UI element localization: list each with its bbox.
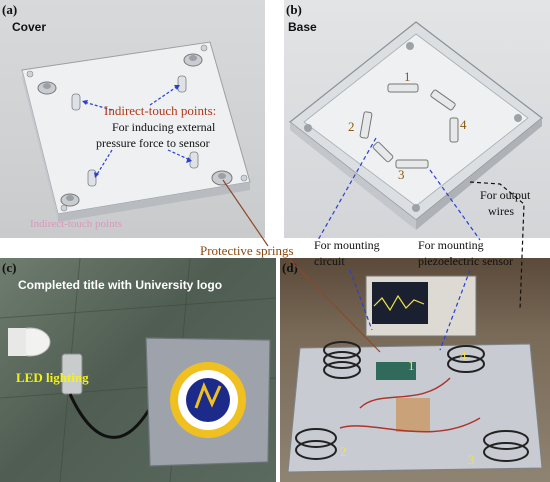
slot-number-3: 3 [398,167,405,182]
protective-spring [483,430,529,462]
oscilloscope [365,275,477,337]
assembled-tile [145,337,271,467]
panel-letter-a: (a) [2,2,18,17]
touch-pin [189,151,199,169]
output-wires-line-2: wires [488,204,514,218]
panel-b-title: Base [288,20,317,34]
spring-boss [211,170,233,186]
callout-line-2: pressure force to sensor [96,136,210,150]
protective-spring [295,428,337,460]
spring-boss [37,81,57,95]
panel-a-cover: (a) Cover Indirect-touch points: For ind… [0,0,265,238]
mounting-circuit-line-1: For mounting [314,238,380,252]
output-wires-line-1: For output [480,188,531,202]
callout-title: Indirect-touch points: [104,103,217,118]
slot-number-1: 1 [408,358,415,373]
test-bench-photo [287,275,543,473]
slot-number-4: 4 [460,117,467,132]
slot-number-4: 4 [460,348,467,363]
panel-b-base: (b) Base 1 2 3 4 For output wires [284,0,550,238]
mounting-slot [395,159,429,169]
led-lamp [8,327,83,395]
panel-c-title: Completed title with University logo [18,278,223,292]
touch-pin [87,169,97,187]
panel-letter-d: (d) [282,260,298,275]
spring-boss [60,193,80,207]
touch-pin [177,75,187,93]
panel-a-title: Cover [12,20,47,34]
mounting-circuit-line-2: circuit [314,254,345,268]
panel-letter-b: (b) [286,2,302,17]
completed-tile-photo [0,258,276,482]
mounting-sensor-line-1: For mounting [418,238,484,252]
mounting-slot [449,117,459,143]
mounting-slot [430,89,456,111]
slot-number-2: 2 [340,444,347,459]
panel-letter-c: (c) [2,260,17,275]
touch-point-arrows [83,85,191,177]
slot-number-2: 2 [348,119,355,134]
mounting-slot [387,83,419,93]
protective-springs-label: Protective springs [200,243,294,258]
mounting-sensor-line-2: piezoelectric sensor [418,254,513,268]
slot-number-1: 1 [404,69,411,84]
slot-number-3: 3 [468,452,475,467]
panel-c-photo: (c) Completed title with University logo… [0,258,276,482]
cover-render [21,41,251,222]
panel-d-photo: (d) 1 2 3 4 [280,258,550,482]
callout-line-1: For inducing external [112,120,216,134]
led-lighting-label: LED lighting [16,370,89,385]
faded-text: Indirect-touch points [30,218,122,230]
touch-pin [71,93,81,111]
spring-boss [183,53,203,67]
base-render [289,21,543,230]
